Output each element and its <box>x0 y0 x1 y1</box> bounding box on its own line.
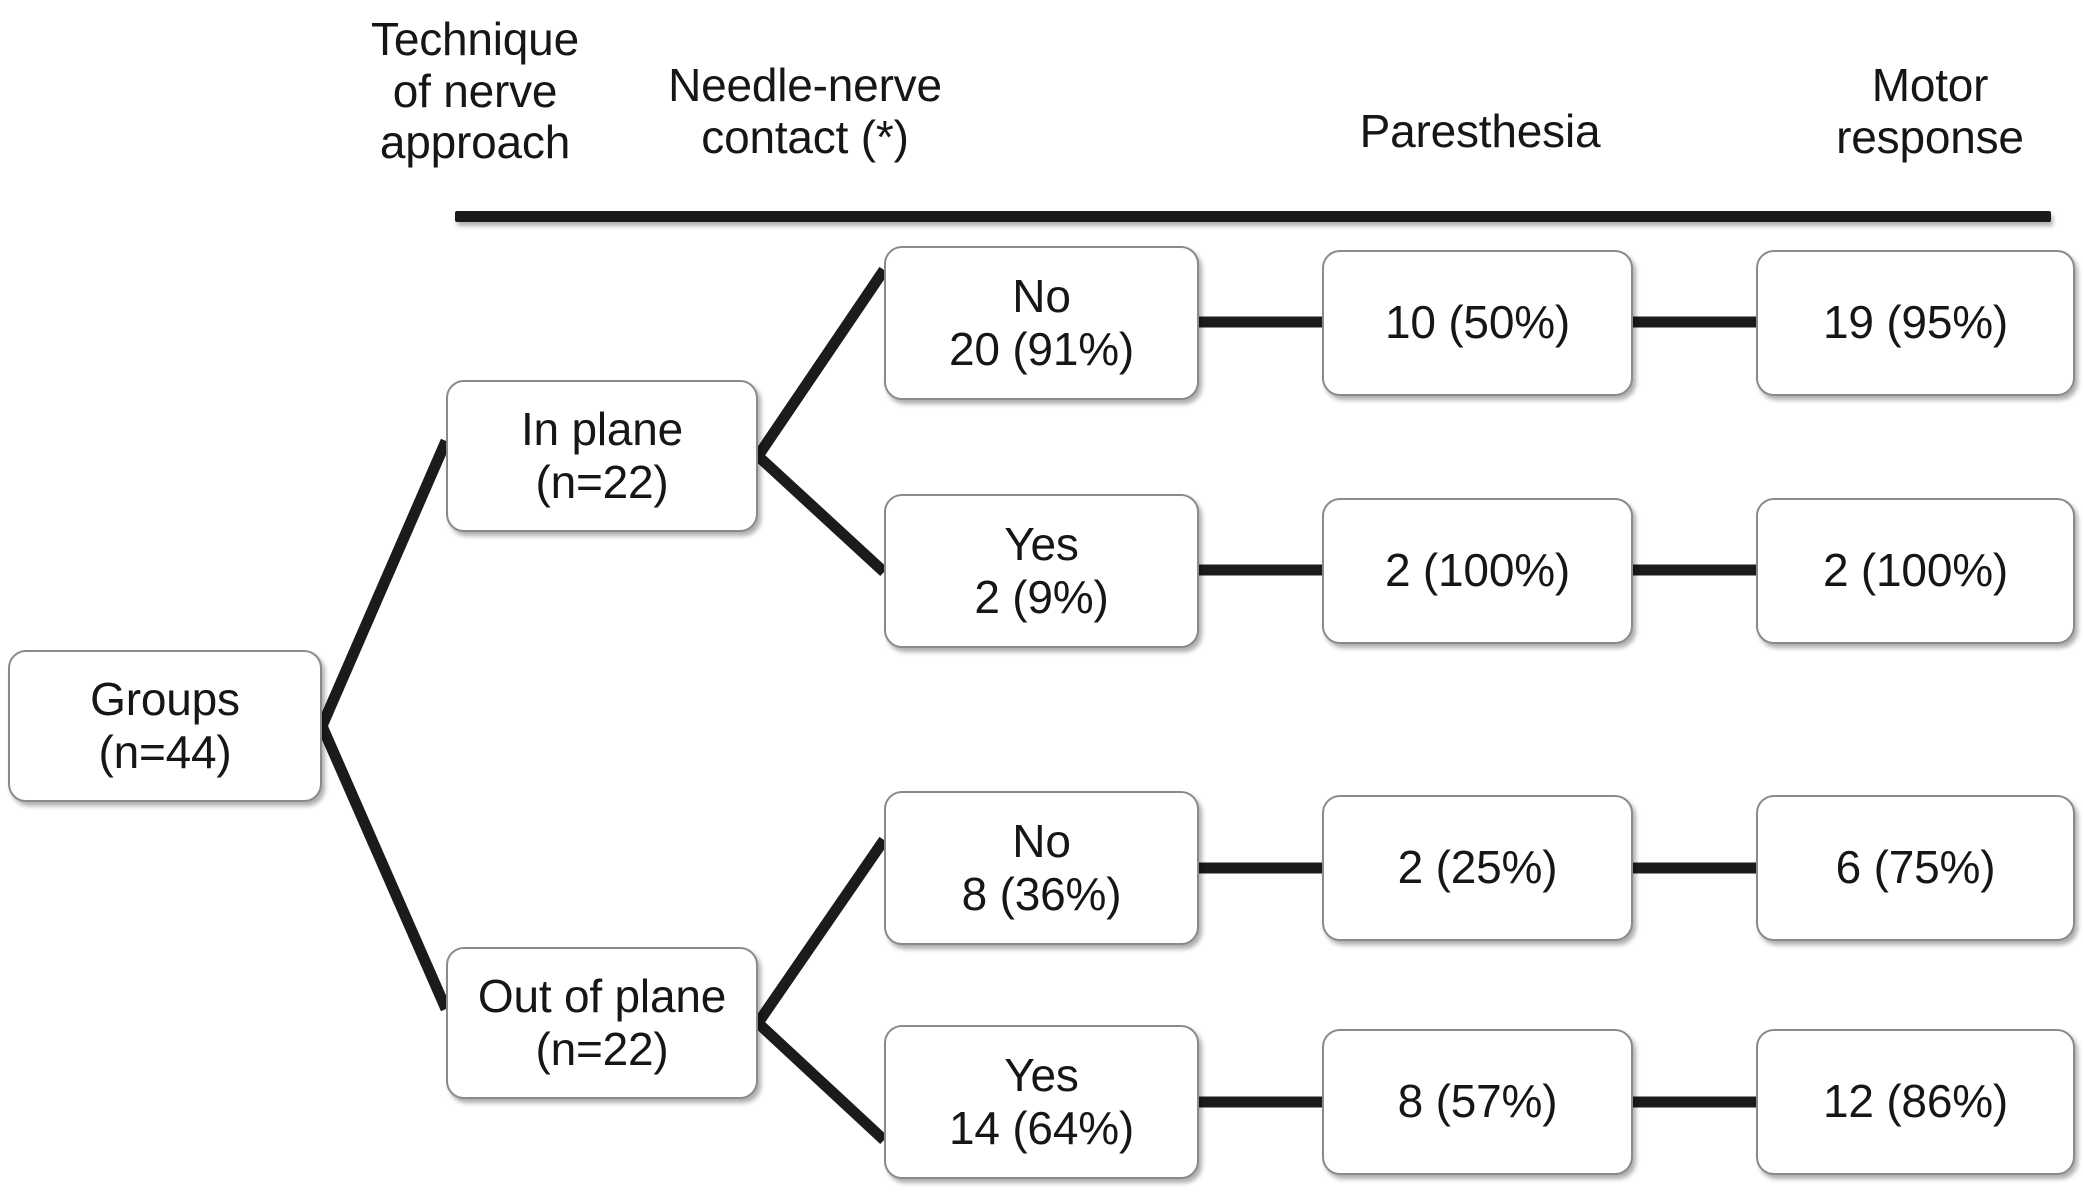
node-motor-in-plane-no-value: 19 (95%) <box>1822 296 2009 349</box>
node-contact-in-plane-no: No 20 (91%) <box>884 246 1199 400</box>
column-header-technique: Technique of nerve approach <box>371 13 579 169</box>
node-paresthesia-in-plane-no: 10 (50%) <box>1322 250 1633 396</box>
node-motor-out-of-plane-yes: 12 (86%) <box>1756 1029 2075 1175</box>
node-contact-out-of-plane-no-line1: No <box>1012 814 1071 867</box>
node-technique-in-plane-line1: In plane <box>520 402 684 455</box>
connector-in-plane-to-yes <box>754 451 888 577</box>
node-paresthesia-out-of-plane-yes: 8 (57%) <box>1322 1029 1633 1175</box>
node-paresthesia-out-of-plane-no: 2 (25%) <box>1322 795 1633 941</box>
column-header-needle-nerve-contact: Needle-nerve contact (*) <box>668 59 942 163</box>
connector-root-to-out-of-plane <box>316 723 452 1012</box>
node-motor-in-plane-no: 19 (95%) <box>1756 250 2075 396</box>
node-technique-out-of-plane: Out of plane (n=22) <box>446 947 758 1099</box>
node-groups-line1: Groups <box>90 672 240 725</box>
node-technique-in-plane-line2: (n=22) <box>535 456 669 508</box>
node-paresthesia-in-plane-yes-value: 2 (100%) <box>1384 544 1571 597</box>
node-paresthesia-in-plane-no-value: 10 (50%) <box>1384 296 1571 349</box>
column-header-motor-response: Motor response <box>1836 59 2024 163</box>
node-contact-out-of-plane-no: No 8 (36%) <box>884 791 1199 945</box>
node-groups: Groups (n=44) <box>8 650 322 802</box>
node-paresthesia-in-plane-yes: 2 (100%) <box>1322 498 1633 644</box>
node-groups-line2: (n=44) <box>98 726 232 778</box>
node-motor-out-of-plane-no: 6 (75%) <box>1756 795 2075 941</box>
node-paresthesia-out-of-plane-no-value: 2 (25%) <box>1397 841 1558 894</box>
node-technique-out-of-plane-line2: (n=22) <box>535 1023 669 1075</box>
connector-root-to-in-plane <box>316 438 452 729</box>
node-paresthesia-out-of-plane-yes-value: 8 (57%) <box>1397 1075 1558 1128</box>
node-contact-in-plane-yes-line1: Yes <box>1004 517 1079 570</box>
node-contact-out-of-plane-yes-line2: 14 (64%) <box>948 1102 1135 1154</box>
connector-in-plane-to-no <box>753 266 889 460</box>
node-motor-out-of-plane-no-value: 6 (75%) <box>1835 841 1996 894</box>
column-header-paresthesia: Paresthesia <box>1359 105 1601 157</box>
node-contact-out-of-plane-yes-line1: Yes <box>1004 1048 1079 1101</box>
node-contact-in-plane-no-line2: 20 (91%) <box>948 323 1135 375</box>
node-motor-out-of-plane-yes-value: 12 (86%) <box>1822 1075 2009 1128</box>
header-divider-rule <box>455 211 2051 222</box>
node-contact-out-of-plane-no-line2: 8 (36%) <box>961 868 1122 920</box>
node-technique-in-plane: In plane (n=22) <box>446 380 758 532</box>
node-technique-out-of-plane-line1: Out of plane <box>477 969 727 1022</box>
node-contact-out-of-plane-yes: Yes 14 (64%) <box>884 1025 1199 1179</box>
connector-out-of-plane-to-yes <box>754 1018 888 1145</box>
node-contact-in-plane-no-line1: No <box>1012 269 1071 322</box>
node-motor-in-plane-yes: 2 (100%) <box>1756 498 2075 644</box>
connector-out-of-plane-to-no <box>753 836 889 1027</box>
node-contact-in-plane-yes: Yes 2 (9%) <box>884 494 1199 648</box>
node-contact-in-plane-yes-line2: 2 (9%) <box>974 571 1109 623</box>
node-motor-in-plane-yes-value: 2 (100%) <box>1822 544 2009 597</box>
